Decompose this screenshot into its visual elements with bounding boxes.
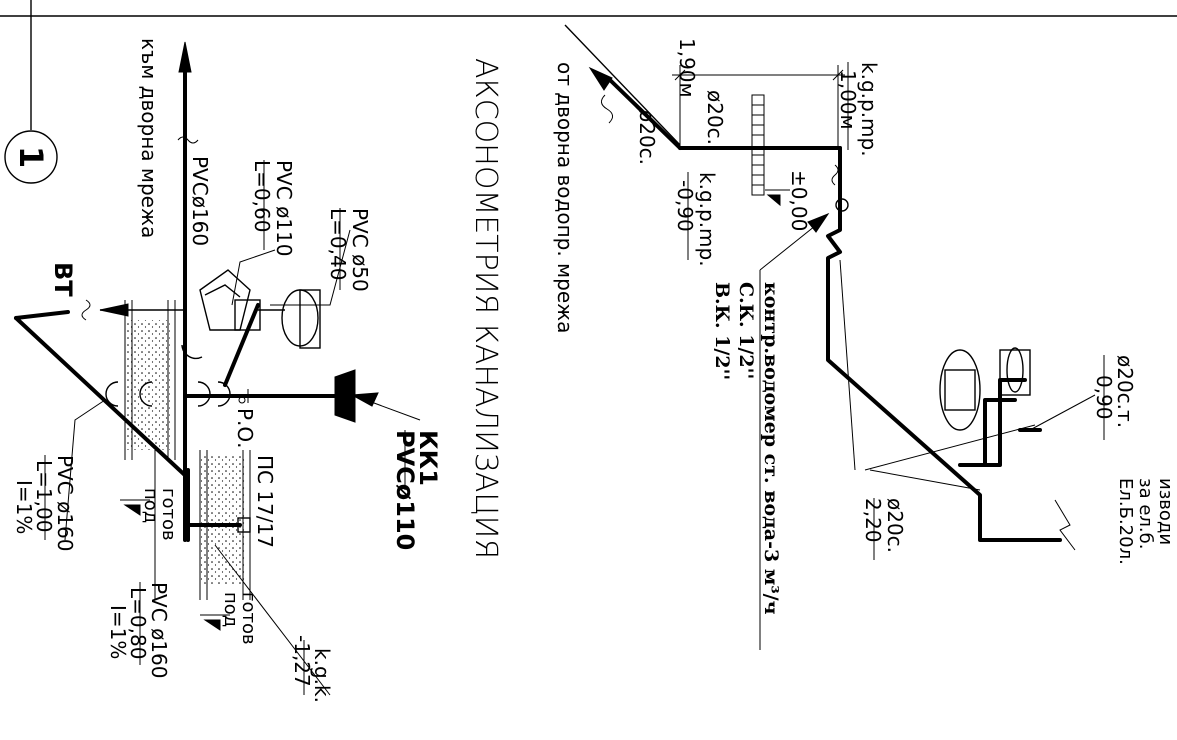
zero-label: ±0,00	[787, 170, 811, 231]
leader-p20c-3	[869, 469, 981, 491]
kgrtr-bot-value: -0,90	[673, 180, 697, 232]
floor-mark-2	[203, 619, 221, 631]
meter-label-1: контр.водомер ст. вода-3 м³/ч	[760, 282, 782, 615]
valve-symbol	[835, 198, 849, 212]
valve-leader-arrow	[807, 212, 830, 233]
leader-p20c-2	[864, 424, 1036, 471]
ps-fitting	[237, 517, 251, 533]
pvc160-a-label: PVC ø160	[53, 455, 77, 551]
gotov-pod-1a: готов	[158, 488, 179, 541]
flow-arrow-up	[178, 41, 192, 73]
to-yard-network-label: към дворна мрежа	[137, 38, 161, 238]
p20-a-label: ø20с.	[703, 90, 727, 145]
kgk-value: -1,27	[290, 635, 314, 687]
pvc110-length: L=0,60	[250, 160, 274, 232]
gotov-pod-2b: под	[220, 592, 241, 627]
leader-pvc110	[231, 249, 276, 306]
p20-right-label: ø20с.т.	[1113, 355, 1137, 428]
ro-label: Р.О.	[233, 408, 257, 449]
zero-level-mark	[766, 194, 781, 207]
bt-label: ВТ	[49, 262, 77, 297]
from-yard-water-label: от дворна водопр. мрежа	[553, 62, 577, 333]
kk1-cone	[334, 369, 356, 423]
boiler-break	[1054, 499, 1076, 551]
meter-label-2: С.К. 1/2''	[735, 282, 757, 379]
pvc160-a-slope: I=1%	[12, 480, 36, 534]
ps-branch	[186, 468, 242, 527]
kgrtr-bot-label: k.g.p.mp.	[695, 172, 719, 267]
outlet-label-2: за ел.б.	[1135, 478, 1156, 549]
water-riser	[826, 146, 1062, 542]
sheet-number-badge: 1	[4, 130, 58, 184]
kk1-label: КК1	[414, 430, 442, 486]
outlet-label-1: изводи	[1155, 478, 1176, 545]
leader-p20right	[1029, 394, 1096, 431]
pvc110-label: PVC ø110	[272, 160, 296, 256]
leader-pvc50	[270, 229, 351, 306]
water-inlet-thick	[608, 78, 682, 150]
floor-mark-1	[123, 504, 141, 516]
gotov-pod-2a: готов	[238, 592, 259, 645]
pvc50-label: PVC ø50	[348, 208, 372, 292]
pvc160-a-length: L=1,00	[32, 460, 56, 532]
water-inlet-diagonal	[564, 24, 681, 146]
p20-c-label: ø20с.	[883, 498, 907, 553]
p20-c-value: 2,20	[861, 498, 885, 543]
riser-break	[831, 164, 839, 186]
basin-fixture-right	[939, 347, 1031, 431]
wc-drain	[223, 303, 260, 387]
kgrtr-top-label: k.g.p.mp.	[857, 62, 881, 157]
break-mark-1	[177, 136, 199, 144]
leader-p20c-1	[839, 259, 856, 471]
ps-label: ПС 17/17	[253, 455, 277, 548]
sewer-slope-top	[14, 310, 70, 320]
washbasin-fixture	[258, 289, 321, 349]
kgk-label: k.g.k.	[310, 648, 334, 703]
outlet-label-3: Ел.Б.20л.	[1115, 478, 1136, 565]
bt-break	[81, 299, 91, 321]
meter-pipe-hatch	[751, 94, 765, 196]
drawing-title: АКСОНОМЕТРИЯ КАНАЛИЗАЦИЯ	[468, 58, 503, 559]
sheet-number: 1	[12, 146, 50, 168]
pvc50-length: L=0,40	[326, 208, 350, 280]
hot-water-branch	[958, 378, 1027, 467]
meter-hatch-lines	[752, 104, 764, 186]
meter-label-3: В.К. 1/2''	[711, 282, 733, 380]
inlet-break	[601, 94, 613, 124]
p20-b-label: ø20с.	[635, 110, 659, 165]
pvc160-b-slope: I=1%	[106, 605, 130, 659]
bt-arrow	[99, 303, 129, 317]
ro-marker	[230, 389, 249, 404]
leader-kgk	[214, 544, 331, 696]
water-inlet-arrow	[588, 66, 613, 91]
pvc160-b-label: PVC ø160	[147, 582, 171, 678]
pvc160-b-length: L=0,80	[126, 587, 150, 659]
pvc160-main-label: PVCø160	[188, 156, 212, 246]
gotov-pod-1b: под	[140, 488, 161, 523]
kk1-leader-arrow	[350, 392, 379, 407]
floor-slab-1	[124, 300, 176, 460]
dim-190-label: 1,90м	[675, 38, 699, 98]
fittings	[105, 344, 231, 407]
cold-water-branch	[983, 398, 1042, 467]
leader-pvc160-a	[64, 399, 106, 541]
